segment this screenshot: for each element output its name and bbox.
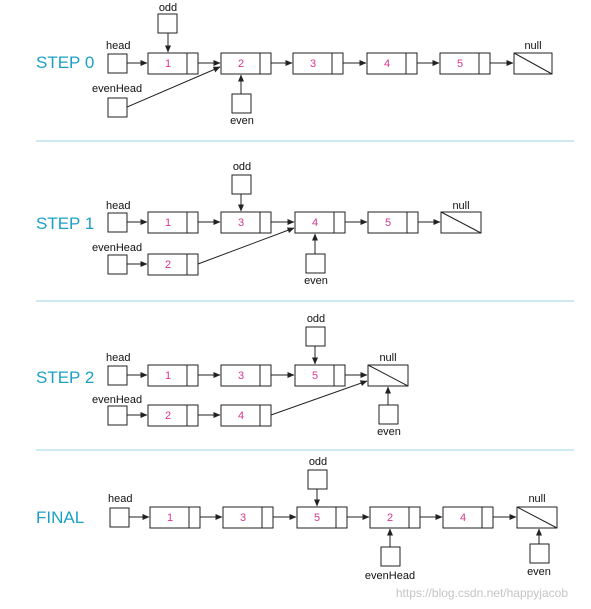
odd-pointer-box [157, 13, 178, 34]
list-node: 2 [147, 253, 199, 276]
next-arrow [197, 227, 295, 265]
list-node: 4 [220, 404, 272, 427]
even-pointer-label: even [527, 566, 551, 578]
list-node: 2 [220, 52, 272, 75]
list-node: 3 [220, 211, 272, 234]
node-value: 3 [238, 217, 244, 229]
node-value: 3 [238, 370, 244, 382]
node-value: 4 [238, 410, 244, 422]
node-value: 2 [165, 410, 171, 422]
list-node: 5 [367, 211, 419, 234]
list-node: 3 [220, 364, 272, 387]
evenhead-pointer-label: evenHead [92, 394, 142, 406]
list-node: 4 [294, 211, 346, 234]
node-value: 4 [384, 58, 390, 70]
null-terminator [513, 52, 553, 75]
null-label: null [524, 40, 541, 52]
node-value: 3 [310, 58, 316, 70]
even-pointer-label: even [230, 115, 254, 127]
null-terminator [367, 364, 409, 387]
evenhead-pointer-box [107, 97, 128, 118]
node-value: 4 [460, 512, 466, 524]
list-node: 4 [366, 52, 418, 75]
node-value: 4 [312, 217, 318, 229]
even-pointer-box [305, 253, 326, 274]
null-label: null [452, 200, 469, 212]
head-pointer-box [109, 507, 130, 528]
head-pointer-box [107, 365, 128, 386]
even-pointer-box [529, 543, 550, 564]
odd-pointer-label: odd [309, 456, 327, 468]
null-terminator [516, 506, 558, 529]
odd-pointer-label: odd [233, 161, 251, 173]
odd-pointer-box [305, 326, 326, 347]
head-pointer-label: head [108, 493, 132, 505]
list-node: 1 [147, 364, 199, 387]
final-section: FINAL odd head 1 3 5 2 [36, 456, 558, 582]
node-value: 1 [165, 217, 171, 229]
node-value: 1 [165, 58, 171, 70]
final-label: FINAL [36, 508, 84, 527]
step-1-label: STEP 1 [36, 214, 94, 233]
list-node: 1 [147, 211, 199, 234]
node-value: 3 [240, 512, 246, 524]
evenhead-pointer-label: evenHead [365, 570, 415, 582]
node-value: 2 [238, 58, 244, 70]
null-terminator [440, 211, 482, 234]
list-node: 2 [147, 404, 199, 427]
step-0-label: STEP 0 [36, 53, 94, 72]
head-pointer-box [107, 53, 128, 74]
odd-pointer-label: odd [159, 2, 177, 14]
head-pointer-label: head [106, 352, 130, 364]
even-pointer-label: even [377, 426, 401, 438]
evenhead-pointer-arrow [126, 66, 221, 108]
null-label: null [528, 493, 545, 505]
list-node: 3 [292, 52, 344, 75]
next-arrow [270, 380, 368, 416]
node-value: 2 [387, 512, 393, 524]
head-pointer-label: head [106, 40, 130, 52]
list-node: 1 [149, 506, 201, 529]
node-value: 1 [165, 370, 171, 382]
odd-pointer-box [307, 469, 328, 490]
odd-pointer-label: odd [307, 313, 325, 325]
list-node: 1 [147, 52, 199, 75]
node-value: 2 [165, 259, 171, 271]
list-node: 5 [439, 52, 491, 75]
list-node: 5 [294, 364, 346, 387]
odd-pointer-box [231, 174, 252, 195]
node-value: 5 [457, 58, 463, 70]
null-label: null [379, 352, 396, 364]
head-pointer-box [107, 212, 128, 233]
evenhead-pointer-label: evenHead [92, 83, 142, 95]
node-value: 5 [312, 370, 318, 382]
node-value: 5 [314, 512, 320, 524]
evenhead-pointer-label: evenHead [92, 242, 142, 254]
watermark-text: https://blog.csdn.net/happyjacob [396, 586, 568, 600]
list-node: 3 [222, 506, 274, 529]
even-pointer-box [231, 93, 252, 114]
evenhead-pointer-box [107, 254, 128, 275]
evenhead-pointer-box [380, 546, 401, 567]
step-1-section: STEP 1 odd head 1 3 4 5 [36, 161, 482, 287]
list-node: 4 [442, 506, 494, 529]
step-0-section: STEP 0 odd head 1 2 3 4 [36, 2, 553, 127]
head-pointer-label: head [106, 200, 130, 212]
even-pointer-box [378, 404, 399, 425]
list-node: 5 [296, 506, 348, 529]
step-2-label: STEP 2 [36, 368, 94, 387]
node-value: 5 [385, 217, 391, 229]
list-node: 2 [369, 506, 421, 529]
even-pointer-label: even [304, 275, 328, 287]
node-value: 1 [167, 512, 173, 524]
step-2-section: STEP 2 odd head 1 3 5 null [36, 313, 409, 438]
evenhead-pointer-box [107, 405, 128, 426]
